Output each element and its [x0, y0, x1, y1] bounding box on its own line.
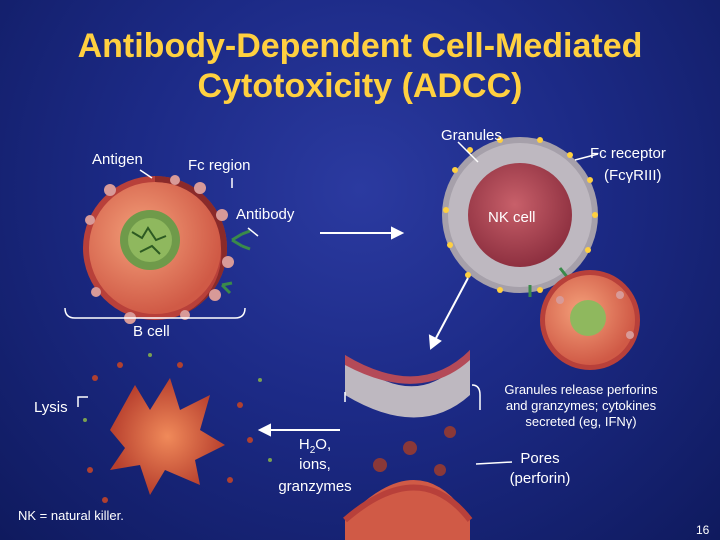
- arrow-nk-to-synapse: [434, 277, 469, 341]
- b-cell: [83, 175, 251, 324]
- nk-granules: [443, 137, 598, 293]
- label-antibody: Antibody: [236, 206, 295, 223]
- synapse-view: [343, 350, 473, 540]
- label-pores-line1: Pores: [520, 450, 560, 467]
- label-lysis: Lysis: [34, 399, 68, 416]
- label-granules-release-line1: Granules release perforins: [504, 382, 658, 397]
- label-fc-receptor-line2: (FcγRIII): [604, 167, 662, 184]
- debris: [87, 362, 253, 503]
- page-title-line2: Cytotoxicity (ADCC): [197, 67, 523, 105]
- label-b-cell: B cell: [133, 323, 170, 340]
- page-number: 16: [696, 523, 710, 537]
- label-granzymes: granzymes: [278, 478, 352, 495]
- label-fc-receptor-line1: Fc receptor: [590, 145, 666, 162]
- label-granules-release-line3: secreted (eg, IFNγ): [525, 414, 637, 429]
- label-antigen: Antigen: [92, 151, 143, 168]
- arrows: [257, 226, 469, 437]
- label-ions: ions,: [299, 456, 331, 473]
- label-granules-release-line2: and granzymes; cytokines: [505, 398, 657, 413]
- lysed-cell: [83, 353, 272, 503]
- label-fc-region: Fc region: [188, 157, 251, 174]
- label-pores-line2: (perforin): [509, 470, 571, 487]
- antibody-marks: [220, 229, 251, 295]
- leader-lines: [64, 141, 599, 465]
- nk-cell: [442, 137, 598, 297]
- label-granules: Granules: [441, 127, 502, 144]
- antigen-bumps: [85, 175, 234, 324]
- released-granules: [373, 426, 456, 476]
- label-h2o: H2O,: [298, 436, 332, 456]
- page-title-line1: Antibody-Dependent Cell-Mediated: [77, 27, 643, 65]
- label-nk-cell: NK cell: [488, 209, 536, 226]
- footnote: NK = natural killer.: [18, 508, 124, 523]
- target-b-cell-bound: [540, 270, 640, 370]
